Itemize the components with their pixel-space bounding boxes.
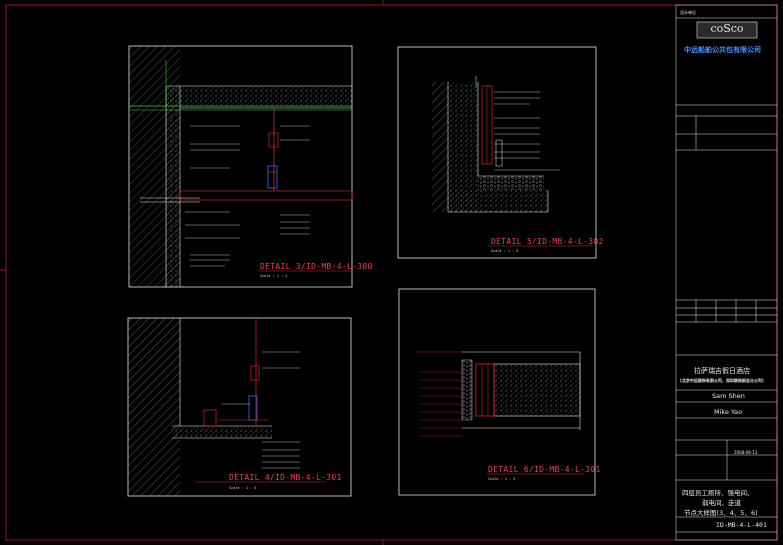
detail-3-title: DETAIL 3/ID-MB-4-L-300 bbox=[260, 262, 373, 271]
drawing-title-line-3: 节点大样图(3、4、5、6) bbox=[684, 509, 758, 517]
detail-5-frame bbox=[397, 46, 597, 259]
detail-3-scale: Scale : 1 : 2 bbox=[260, 274, 288, 278]
checker-name: Mike Yao bbox=[714, 408, 743, 416]
detail-3-frame bbox=[128, 45, 353, 288]
company-logo: coSco bbox=[710, 22, 744, 35]
detail-6-frame bbox=[398, 288, 596, 496]
logo-box bbox=[696, 21, 758, 39]
detail-5-scale: Scale : 1 : 5 bbox=[491, 249, 519, 253]
detail-4-scale: Scale : 1 : 5 bbox=[229, 486, 257, 490]
title-block-lines bbox=[675, 4, 778, 541]
project-sub: (北京中远装饰有限公司，深圳装饰部总分公司) bbox=[680, 378, 764, 383]
detail-6-scale: Scale : 1 : 5 bbox=[488, 477, 516, 481]
design-unit-label: 设计单位 bbox=[680, 10, 696, 15]
designer-name: Sam Shen bbox=[712, 392, 745, 400]
drawing-number: ID-MB-4-L-401 bbox=[716, 521, 767, 529]
detail-4-frame bbox=[127, 317, 352, 497]
drawing-title-line-2: 弱电间、走道 bbox=[702, 499, 741, 507]
detail-6-title: DETAIL 6/ID-MB-4-L-301 bbox=[488, 465, 601, 474]
drawing-title-line-1: 四层员工厕所、强电间、 bbox=[682, 489, 754, 497]
drawing-date: 2008-09-13 bbox=[734, 450, 758, 455]
company-name-cn: 中远船舶公共包有限公司 bbox=[684, 46, 761, 54]
project-name: 拉萨瑞吉假日酒店 bbox=[694, 367, 750, 375]
detail-4-title: DETAIL 4/ID-MB-4-L-301 bbox=[229, 473, 342, 482]
detail-5-title: DETAIL 5/ID-MB-4-L-302 bbox=[491, 237, 604, 246]
sheet-border bbox=[5, 4, 778, 541]
